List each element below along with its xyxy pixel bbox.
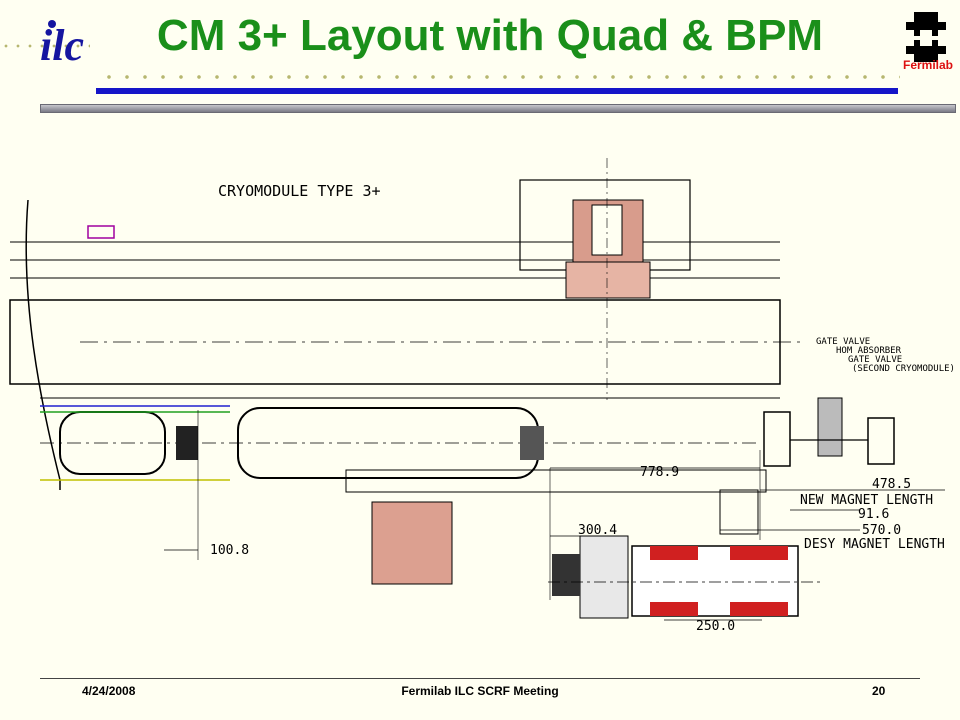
dimension-570: 570.0: [862, 523, 901, 538]
footer-meeting: Fermilab ILC SCRF Meeting: [401, 684, 559, 698]
callout-second-cryomodule: (SECOND CRYOMODULE): [852, 364, 955, 374]
title-shadow-bar: [40, 104, 956, 113]
dimension-478: 478.5: [872, 477, 911, 492]
svg-text:ilc: ilc: [40, 21, 84, 70]
footer-divider: [40, 678, 920, 679]
label-new-magnet-length: NEW MAGNET LENGTH: [800, 493, 933, 508]
dimension-300: 300.4: [578, 523, 617, 538]
callout-hom-absorber: HOM ABSORBER: [836, 346, 902, 356]
footer-page-number: 20: [872, 684, 886, 698]
title-underline-bar: [96, 88, 898, 94]
fermilab-wordmark: Fermilab: [902, 58, 953, 72]
decorative-dots: [0, 44, 90, 48]
dimension-250: 250.0: [696, 619, 735, 634]
dimension-91: 91.6: [858, 507, 889, 522]
label-desy-magnet-length: DESY MAGNET LENGTH: [804, 537, 945, 552]
drawing-heading: CRYOMODULE TYPE 3+: [218, 182, 381, 200]
callout-gate-valve-2: GATE VALVE: [848, 355, 902, 365]
dimension-778: 778.9: [640, 465, 679, 480]
callout-gate-valve: GATE VALVE: [816, 337, 870, 347]
fermilab-logo-icon: [906, 12, 946, 62]
ilc-logo: ilc: [40, 20, 84, 70]
cryomodule-drawing: CRYOMODULE TYPE 3+ GATE VALVE HOM ABSORB…: [9, 158, 955, 634]
page-title: CM 3+ Layout with Quad & BPM: [156, 11, 824, 60]
decorative-dots-row: [100, 74, 900, 80]
dimension-100: 100.8: [210, 543, 249, 558]
footer-date: 4/24/2008: [82, 684, 136, 698]
